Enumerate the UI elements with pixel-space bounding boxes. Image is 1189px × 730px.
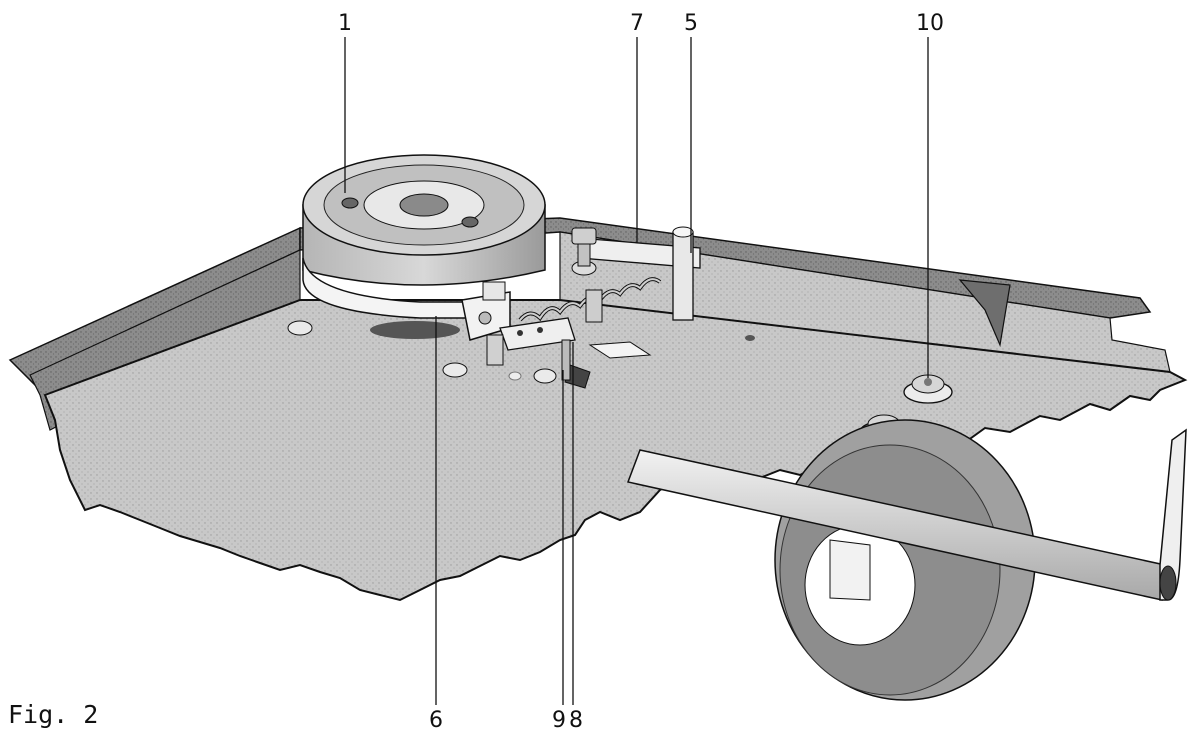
small-hole — [745, 335, 755, 341]
spring-post — [561, 339, 571, 381]
callout-1: 1 — [338, 11, 352, 36]
hex-nut — [903, 374, 953, 404]
anchor-post-top — [672, 226, 694, 238]
rod-end — [1159, 565, 1177, 601]
base-plate — [43, 299, 1188, 602]
small-hole — [508, 371, 522, 381]
callout-6: 6 — [429, 708, 443, 730]
lever-post — [486, 334, 504, 366]
callout-10: 10 — [916, 11, 944, 36]
right-bracket — [958, 279, 1011, 348]
plate-slot — [588, 341, 652, 359]
rear-pivot-stem — [577, 243, 591, 267]
lever-arm — [499, 317, 576, 351]
lever-post-top — [482, 281, 506, 301]
callout-9: 9 — [552, 708, 566, 730]
callout-5: 5 — [684, 11, 698, 36]
screw-head — [533, 368, 557, 384]
brake-drum — [302, 154, 546, 286]
lever-screw — [478, 311, 492, 325]
plate-hole — [370, 321, 460, 339]
lever-hole — [517, 330, 523, 336]
screw-head — [287, 320, 313, 336]
wheel-mount — [829, 539, 871, 601]
callout-7: 7 — [630, 11, 644, 36]
leader-lines — [344, 37, 929, 705]
figure-caption: Fig. 2 — [8, 700, 98, 729]
center-post — [585, 289, 603, 323]
screw-head — [442, 362, 468, 378]
lever-hole — [537, 327, 543, 333]
rear-pivot — [571, 227, 597, 245]
callout-8: 8 — [569, 708, 583, 730]
anchor-post — [672, 231, 694, 321]
